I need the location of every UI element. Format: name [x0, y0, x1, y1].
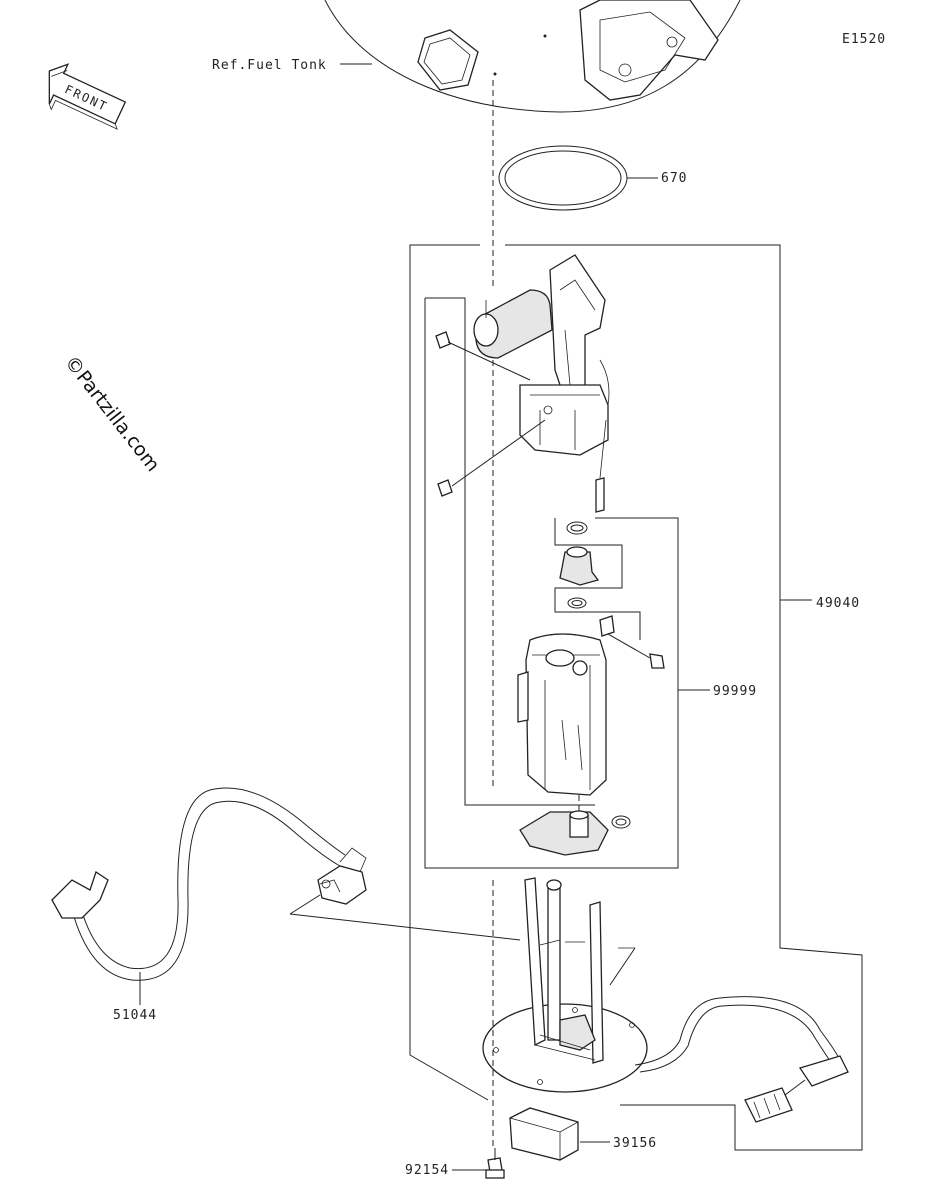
- gasket-ring: [498, 145, 628, 211]
- fuel-pump-housing: [517, 615, 615, 796]
- pump-bracket-frame: [519, 254, 610, 513]
- watermark: ©Partzilla.com: [60, 352, 164, 476]
- gasket-callout: 670: [661, 171, 687, 186]
- inner-bracket-left: [425, 297, 595, 806]
- damper-block: [509, 1107, 579, 1161]
- fuel-filter: [519, 810, 631, 856]
- screw-upper: [435, 331, 531, 381]
- pressure-regulator: [554, 518, 641, 640]
- front-direction-arrow: FRONT: [48, 63, 127, 130]
- harness-connection-leader: [609, 947, 636, 986]
- pump-assembly-callout: 49040: [816, 596, 860, 611]
- bolt-callout: 92154: [405, 1163, 449, 1178]
- bolt: [485, 1148, 505, 1179]
- pump-subassembly-callout: 99999: [713, 684, 757, 699]
- hose-connection-leader: [289, 894, 521, 941]
- pump-screw: [607, 633, 665, 669]
- fuel-pump-motor: [473, 289, 553, 359]
- screw-lower: [437, 419, 546, 497]
- pump-harness: [634, 996, 849, 1123]
- pump-mount-plate: [482, 877, 648, 1093]
- fuel-hose-callout: 51044: [113, 1008, 157, 1023]
- fuel-tank-ref-label: Ref.Fuel Tonk: [212, 58, 327, 73]
- inner-bracket-outer: [424, 298, 679, 869]
- fuel-tank-outline: [324, 0, 741, 113]
- pump-assembly-bracket: [409, 244, 863, 1151]
- damper-callout: 39156: [613, 1136, 657, 1151]
- fuel-hose: [51, 787, 367, 981]
- diagram-code: E1520: [842, 32, 886, 47]
